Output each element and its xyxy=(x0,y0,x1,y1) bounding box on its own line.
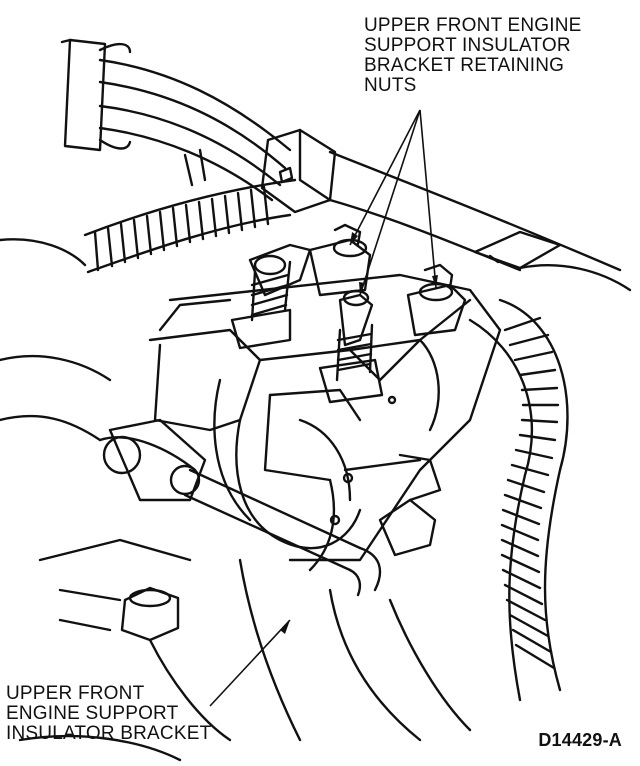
callout-bottom-line: ENGINE SUPPORT xyxy=(6,703,179,724)
frame-rail xyxy=(328,150,632,292)
insulator-bracket xyxy=(148,273,502,572)
lower-housing xyxy=(0,354,472,762)
arrowhead-nut-left xyxy=(350,232,358,245)
callout-bottom-line: INSULATOR BRACKET xyxy=(6,723,212,744)
wire-harness xyxy=(60,38,292,202)
figure-id: D14429-A xyxy=(538,730,622,750)
callout-bottom-label: UPPER FRONT ENGINE SUPPORT INSULATOR BRA… xyxy=(6,684,211,744)
corrugated-conduit-right xyxy=(468,298,569,702)
callout-top-line: SUPPORT INSULATOR xyxy=(364,35,571,56)
leader-line-nut-middle xyxy=(359,109,421,296)
callout-top-line: UPPER FRONT ENGINE xyxy=(364,15,582,36)
callout-leaders xyxy=(209,109,437,707)
leader-line-nut-left xyxy=(349,109,421,246)
leader-line-nut-right xyxy=(419,109,437,289)
rod-assembly xyxy=(98,418,442,597)
callout-bottom-line: UPPER FRONT xyxy=(6,683,145,704)
arrowhead-nut-middle xyxy=(359,282,365,295)
corrugated-conduit-left xyxy=(0,148,297,274)
callout-top-line: NUTS xyxy=(364,75,417,96)
arrowhead-bracket xyxy=(280,620,290,634)
arrowhead-nut-right xyxy=(432,275,438,288)
callout-top-label: UPPER FRONT ENGINE SUPPORT INSULATOR BRA… xyxy=(364,16,582,96)
leader-line-bracket xyxy=(209,619,291,707)
stud-springs xyxy=(230,223,467,404)
lower-bolt xyxy=(38,538,192,642)
callout-top-line: BRACKET RETAINING xyxy=(364,55,565,76)
